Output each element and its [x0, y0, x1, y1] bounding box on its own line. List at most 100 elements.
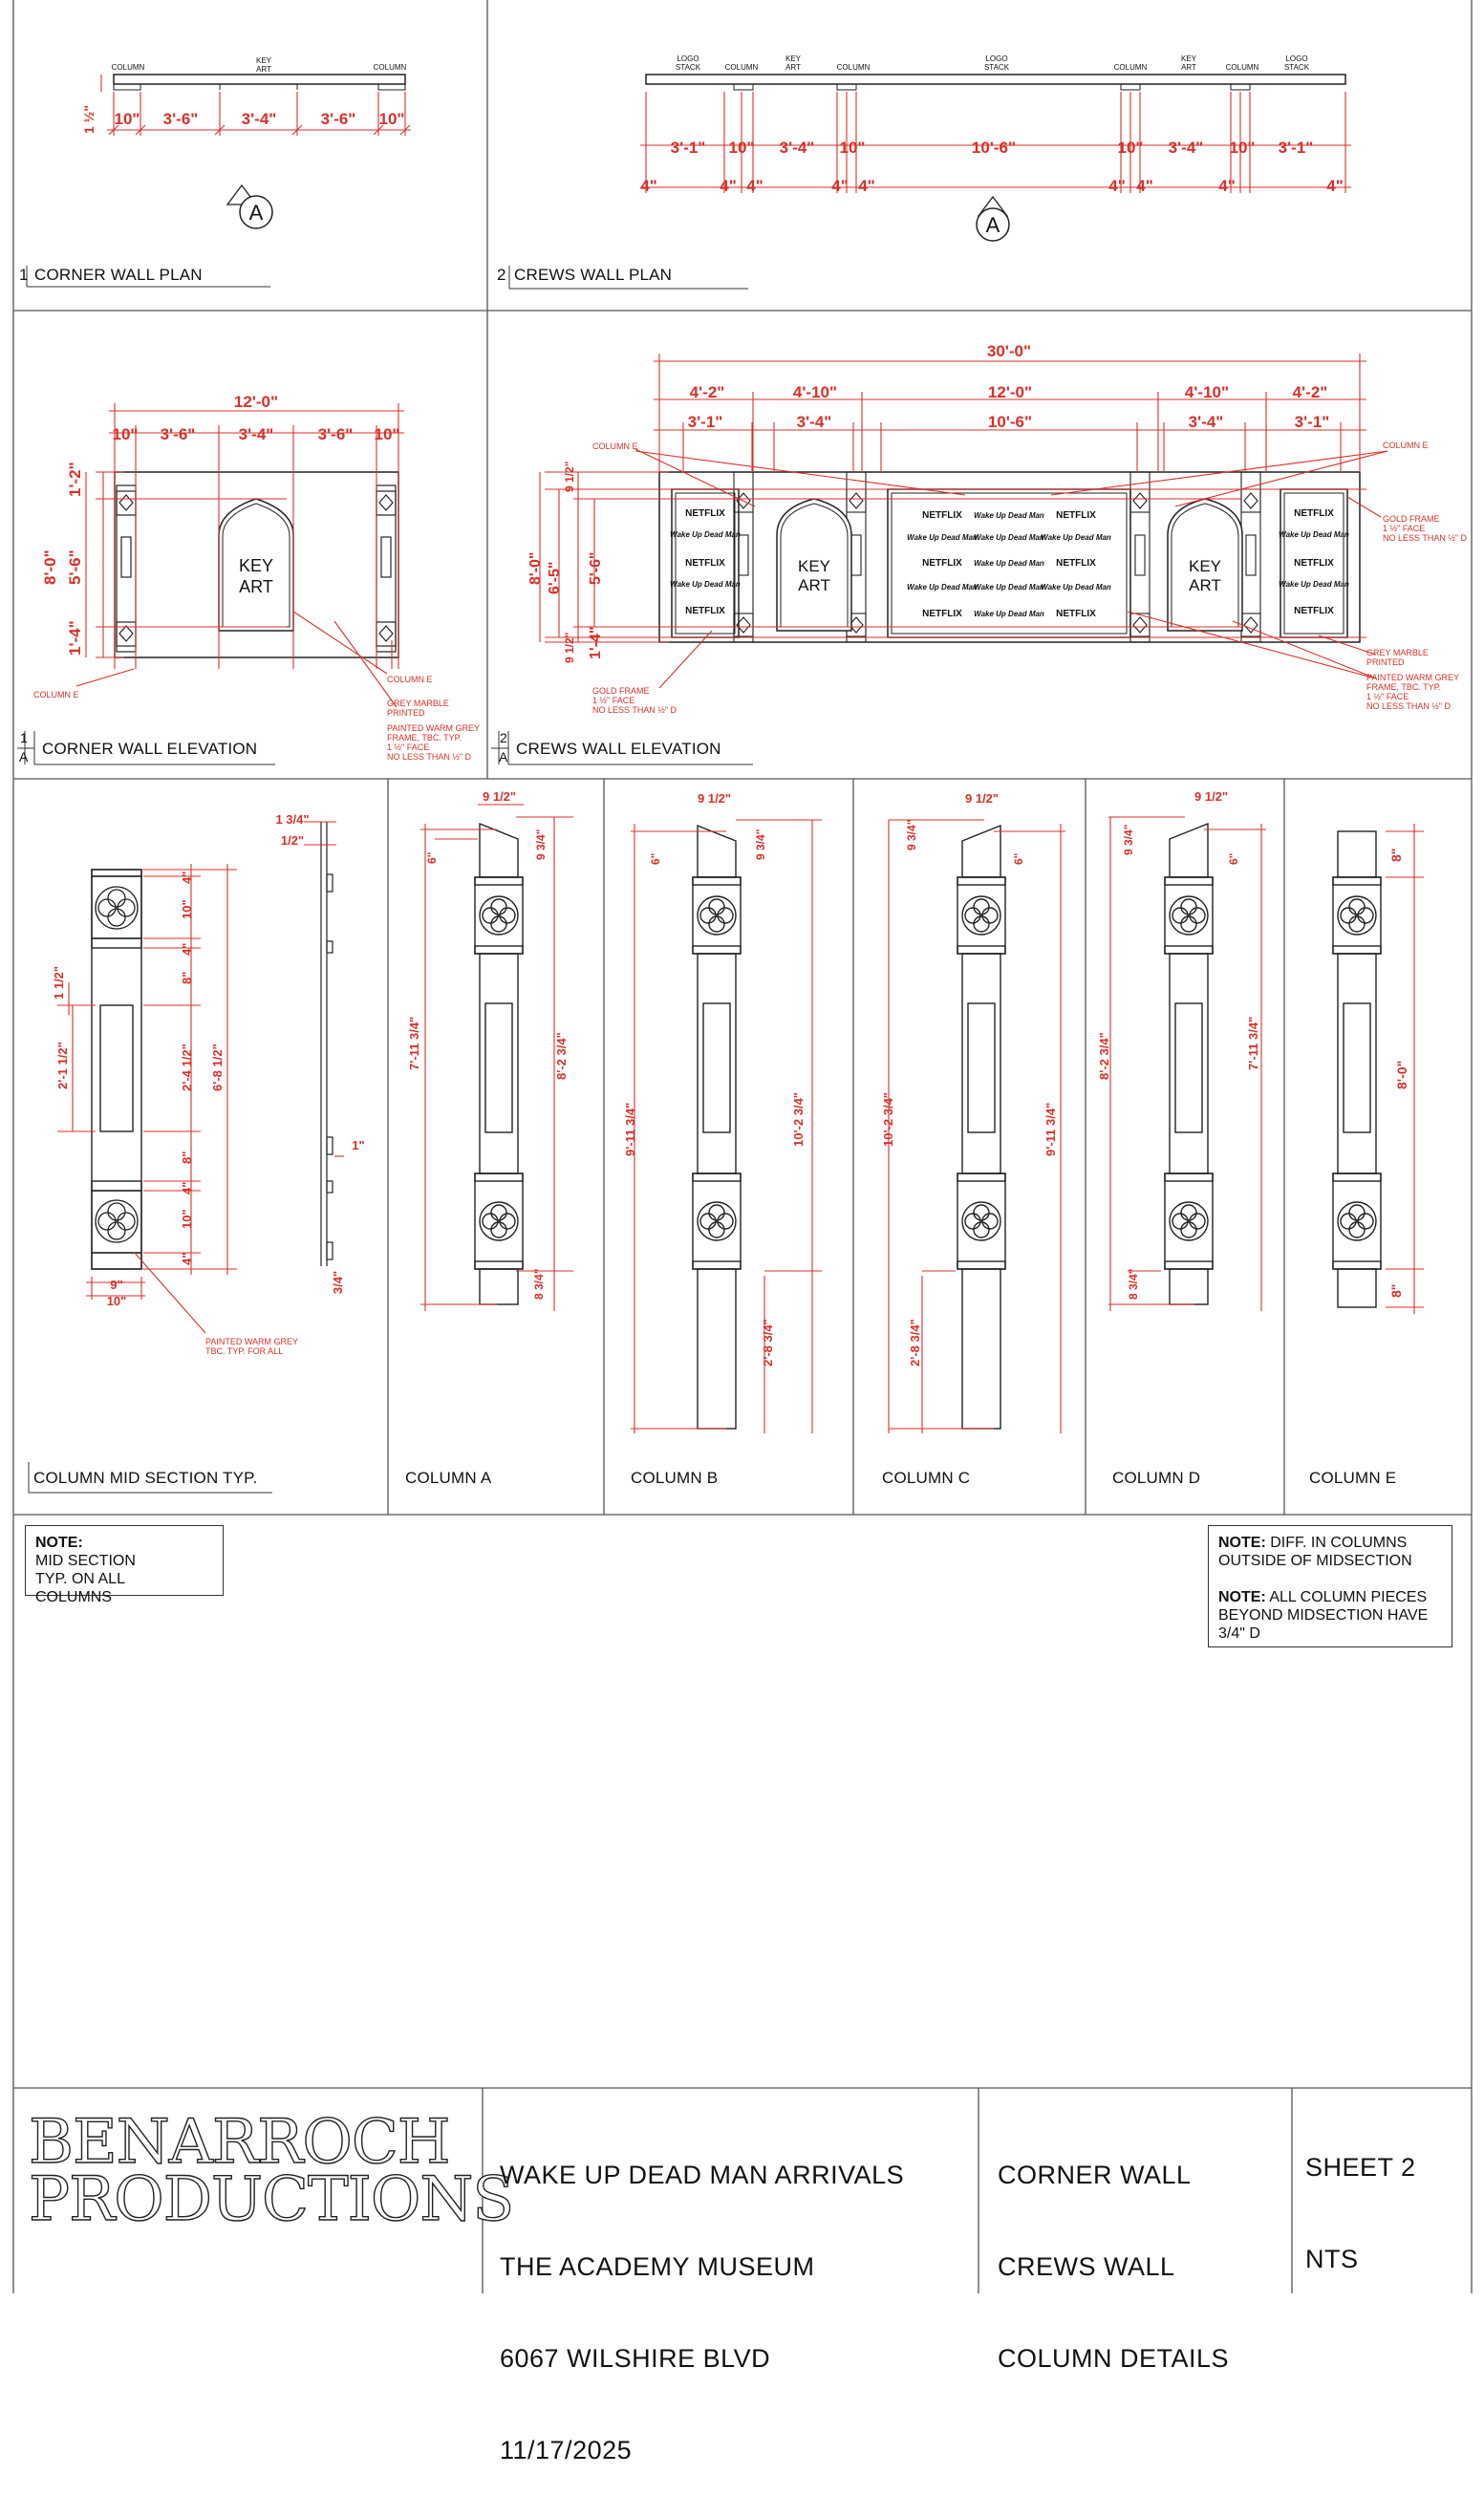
col-e-dim-1: 8" [1388, 849, 1404, 862]
logo-mark-22: NETFLIX [922, 609, 962, 619]
midsection-quatrefoil-top [95, 886, 139, 930]
logo-mark-11: Wake Up Dead Man [974, 511, 1044, 520]
svg-text:COLUMN E: COLUMN E [33, 690, 79, 699]
elev2-key-art-right: KEY ART [1167, 498, 1243, 632]
col-e-dim-3: 8" [1388, 1284, 1404, 1298]
svg-text:8'-0": 8'-0" [527, 551, 544, 585]
svg-text:COLUMN E: COLUMN E [592, 441, 638, 451]
svg-text:10": 10" [180, 1209, 194, 1229]
svg-text:3'-1": 3'-1" [1279, 139, 1314, 157]
panel-7-title: COLUMN B [631, 1469, 719, 1487]
col-c-dim-2: 6" [1012, 853, 1025, 865]
col-b-dim-5: 2'-8 3/4" [761, 1319, 775, 1366]
logo-mark-1: Wake Up Dead Man [670, 530, 741, 539]
panel-1-title: CORNER WALL PLAN [34, 266, 203, 284]
panel-2-title: CREWS WALL PLAN [514, 266, 673, 284]
note-columns: NOTE: DIFF. IN COLUMNS OUTSIDE OF MIDSEC… [1208, 1525, 1452, 1647]
svg-text:3'-6": 3'-6" [161, 425, 196, 443]
sheet-contents: CORNER WALL CREWS WALL COLUMN DETAILS [998, 2161, 1230, 2373]
svg-text:1'-4": 1'-4" [66, 620, 84, 656]
svg-text:3'-6": 3'-6" [318, 425, 354, 443]
svg-text:10": 10" [1230, 139, 1256, 157]
svg-text:5'-6": 5'-6" [66, 549, 84, 585]
svg-text:1 3/4": 1 3/4" [275, 812, 309, 827]
plan2-column-4: COLUMN [1226, 63, 1259, 72]
svg-text:10": 10" [729, 139, 755, 157]
svg-text:ART: ART [798, 576, 830, 594]
col-b-top-width: 9 1/2" [698, 791, 731, 806]
elev1-key-art-arch: KEY ART [218, 498, 294, 632]
svg-text:4": 4" [720, 177, 737, 195]
col-c-dim-1: 9 3/4" [905, 820, 918, 850]
col-d-dim-4: 7'-11 3/4" [1246, 1017, 1260, 1070]
plan2-column-2: COLUMN [837, 63, 871, 72]
svg-text:1/2": 1/2" [281, 833, 304, 848]
logo-mark-5: NETFLIX [1294, 508, 1334, 519]
svg-text:6'-5": 6'-5" [547, 561, 563, 594]
corner-wall-elevation: KEY ART 12'-0" 10" 3'-6" 3'-4" 3'-6" 10" [17, 393, 480, 765]
panel-9-title: COLUMN D [1112, 1469, 1201, 1487]
svg-text:4'-2": 4'-2" [690, 383, 725, 401]
svg-text:2'-4 1/2": 2'-4 1/2" [180, 1044, 194, 1091]
svg-text:6'-8 1/2": 6'-8 1/2" [210, 1044, 225, 1091]
col-a-dim-3: 7'-11 3/4" [407, 1017, 421, 1070]
col-d-dim-2: 6" [1227, 853, 1240, 865]
logo-mark-4: NETFLIX [685, 606, 725, 616]
panel-5-title: COLUMN MID SECTION TYP. [33, 1469, 258, 1487]
svg-text:10": 10" [1118, 139, 1144, 157]
svg-text:9 1/2": 9 1/2" [563, 633, 576, 663]
elev2-key-art-left: KEY ART [776, 498, 852, 632]
svg-text:ART: ART [1189, 576, 1221, 594]
svg-text:4": 4" [1108, 177, 1126, 195]
svg-text:3'-4": 3'-4" [239, 425, 274, 443]
plan1-side-dim: 1 ½" [81, 105, 97, 134]
svg-text:4": 4" [180, 871, 194, 884]
svg-text:4'-10": 4'-10" [793, 383, 837, 401]
col-a-dim-5: 8 3/4" [532, 1269, 546, 1300]
panel-4-num: 2 [500, 730, 507, 745]
col-c-dim-3: 10'-2 3/4" [881, 1092, 895, 1147]
col-a-dim-4: 8'-2 3/4" [554, 1032, 569, 1080]
logo-mark-23: Wake Up Dead Man [974, 610, 1044, 618]
svg-text:12'-0": 12'-0" [988, 383, 1032, 401]
svg-text:9 1/2": 9 1/2" [563, 462, 576, 492]
panel-4-sub: A [499, 749, 508, 764]
svg-text:30'-0": 30'-0" [987, 342, 1031, 360]
column-a-drawing [474, 822, 524, 1305]
elev1-overall: 12'-0" [234, 393, 278, 411]
svg-text:9": 9" [110, 1278, 122, 1292]
svg-text:5'-6": 5'-6" [588, 551, 604, 585]
sheet-number: SHEET 2 NTS [1305, 2153, 1416, 2273]
midsection-quatrefoil-bottom [95, 1199, 139, 1243]
column-e-drawing [1332, 830, 1382, 1308]
svg-text:3'-1": 3'-1" [1295, 413, 1330, 431]
svg-text:COLUMN E: COLUMN E [387, 675, 433, 684]
svg-text:4": 4" [180, 943, 194, 956]
logo-mark-13: Wake Up Dead Man [907, 533, 978, 542]
logo-mark-19: Wake Up Dead Man [907, 583, 978, 592]
svg-text:KEY: KEY [239, 556, 273, 575]
panel-6-title: COLUMN A [405, 1469, 492, 1487]
svg-text:4": 4" [831, 177, 849, 195]
elev1-column-right [376, 484, 397, 653]
svg-text:1": 1" [352, 1138, 364, 1152]
svg-text:10": 10" [113, 425, 139, 443]
plan1-section-marker: A [226, 183, 273, 229]
svg-text:4'-2": 4'-2" [1293, 383, 1328, 401]
plan1-dim-1: 10" [115, 110, 140, 128]
logo-mark-9: NETFLIX [1294, 606, 1334, 616]
elev2-columns [733, 471, 1261, 643]
logo-mark-0: NETFLIX [685, 508, 725, 519]
svg-text:3'-1": 3'-1" [671, 139, 706, 157]
logo-mark-2: NETFLIX [685, 558, 725, 569]
